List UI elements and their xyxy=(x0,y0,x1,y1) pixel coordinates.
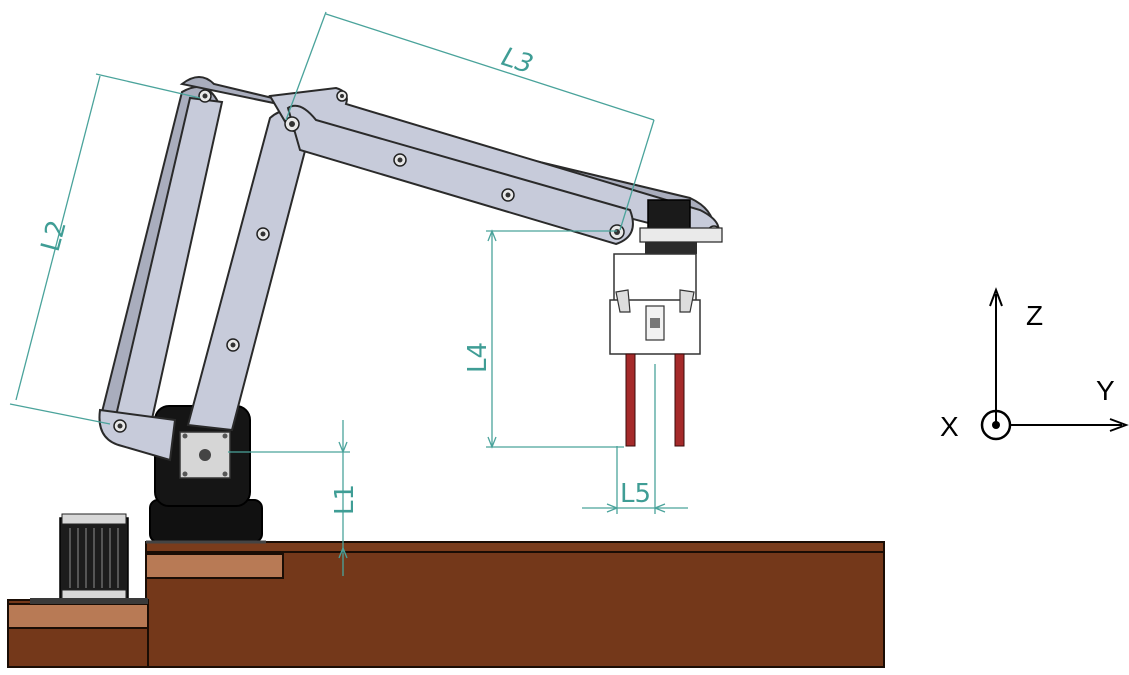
label-l4: L4 xyxy=(463,342,493,373)
gripper-finger-right xyxy=(674,353,685,447)
label-l2: L2 xyxy=(36,217,73,255)
arm-links xyxy=(98,76,721,462)
gripper-assembly xyxy=(609,199,723,447)
gripper-finger-left xyxy=(625,353,636,447)
axis-label-x: X xyxy=(940,411,959,442)
robot-base xyxy=(146,405,266,544)
wrist-servo xyxy=(647,199,691,231)
upper-link-front xyxy=(286,104,634,246)
x-axis-icon xyxy=(980,409,1012,441)
label-l5: L5 xyxy=(620,479,651,509)
table-step-upper xyxy=(145,553,284,579)
stepper-motor xyxy=(30,513,148,604)
label-l1: L1 xyxy=(330,484,360,515)
table-step-lower xyxy=(7,603,149,629)
label-l3: L3 xyxy=(498,42,537,80)
axis-label-y: Y xyxy=(1096,375,1115,406)
dimension-lines xyxy=(9,11,688,576)
axis-label-z: Z xyxy=(1026,300,1043,331)
base-link xyxy=(98,408,177,462)
coordinate-frame: Z Y X xyxy=(940,287,1129,442)
wooden-table xyxy=(7,541,885,668)
